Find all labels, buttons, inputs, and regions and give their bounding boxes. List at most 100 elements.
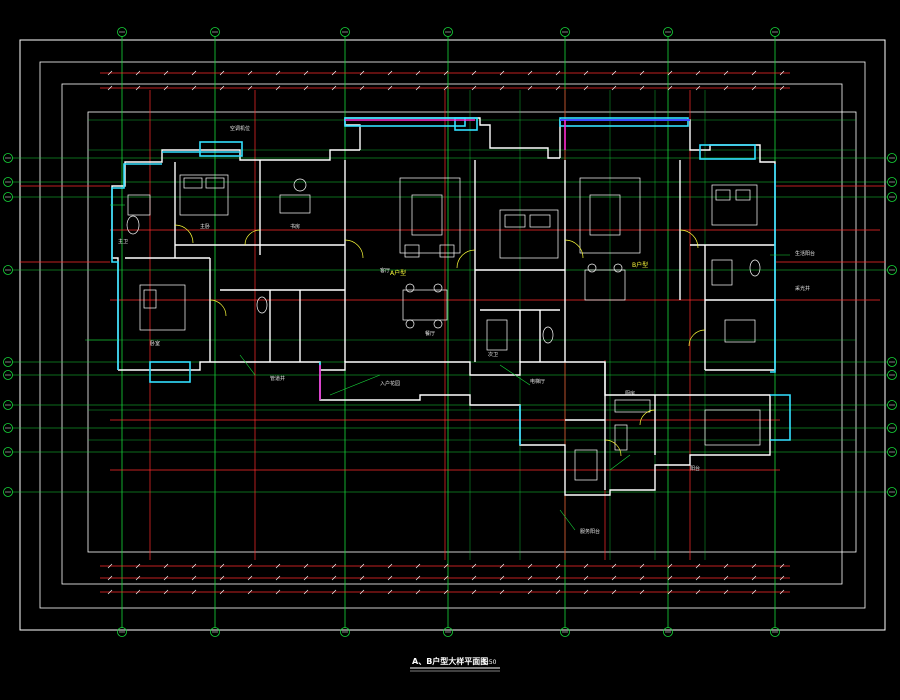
dimension-tick [695, 589, 701, 595]
dimension-tick [779, 575, 785, 581]
dimension-tick [331, 589, 337, 595]
axis-bubble [887, 400, 897, 410]
dimension-tick [247, 575, 253, 581]
dimension-tick [667, 575, 673, 581]
dimension-tick [583, 589, 589, 595]
dimension-tick [135, 70, 141, 76]
dimension-tick [583, 575, 589, 581]
dimension-tick [611, 70, 617, 76]
dimension-tick [695, 575, 701, 581]
dimension-tick [415, 589, 421, 595]
dimension-tick [583, 85, 589, 91]
annotation: 电梯厅 [530, 378, 545, 385]
dimension-tick [667, 70, 673, 76]
dimension-tick [247, 589, 253, 595]
unit-label-b: B户型 [632, 261, 648, 269]
dimension-tick [667, 589, 673, 595]
dimension-tick [163, 575, 169, 581]
furniture [126, 174, 761, 481]
dimension-tick [751, 589, 757, 595]
dimension-tick [191, 70, 197, 76]
axis-bubble [887, 177, 897, 187]
axis-bubble [443, 627, 453, 637]
dimension-tick [359, 589, 365, 595]
dimension-tick [555, 589, 561, 595]
dimension-tick [387, 563, 393, 569]
room-label: 餐厅 [425, 330, 435, 337]
dimension-tick [639, 589, 645, 595]
annotation: 采光井 [795, 285, 810, 292]
room-label: 客厅 [380, 267, 390, 274]
dimension-tick [387, 85, 393, 91]
dimension-tick [191, 563, 197, 569]
dimension-tick [471, 575, 477, 581]
room-label: 入户花园 [380, 380, 400, 387]
axis-bubble [340, 27, 350, 37]
axis-bubble [210, 627, 220, 637]
dimension-tick [499, 563, 505, 569]
dimension-tick [471, 563, 477, 569]
dimension-tick [723, 85, 729, 91]
dimension-tick [527, 575, 533, 581]
dimension-tick [443, 589, 449, 595]
dimension-tick [107, 589, 113, 595]
dimension-tick [779, 589, 785, 595]
dimension-tick [751, 70, 757, 76]
axis-bubble [210, 27, 220, 37]
axis-bubble [887, 265, 897, 275]
dimension-tick [275, 563, 281, 569]
title-text: A、B户型大样平面图 [412, 656, 488, 666]
dimension-tick [723, 563, 729, 569]
dimension-tick [695, 563, 701, 569]
dimension-tick [639, 563, 645, 569]
axis-bubble [887, 447, 897, 457]
dimension-tick [275, 575, 281, 581]
dimension-tick [219, 70, 225, 76]
dimension-tick [331, 70, 337, 76]
dimension-tick [583, 70, 589, 76]
dimension-tick [247, 70, 253, 76]
dimension-tick [639, 85, 645, 91]
axis-bubble [560, 27, 570, 37]
dimension-tick [135, 589, 141, 595]
axis-bubble [663, 627, 673, 637]
dimension-tick [163, 85, 169, 91]
dimension-tick [471, 70, 477, 76]
dimension-tick [107, 563, 113, 569]
dimension-tick [723, 589, 729, 595]
axis-bubble [3, 370, 13, 380]
dimension-tick [303, 575, 309, 581]
dimension-tick [107, 85, 113, 91]
axis-bubble [770, 627, 780, 637]
room-label: 主卧 [200, 223, 210, 230]
dimension-tick [443, 563, 449, 569]
axis-bubble [770, 27, 780, 37]
door-swings [174, 224, 706, 457]
axis-bubble [887, 357, 897, 367]
dimension-tick [583, 563, 589, 569]
dimension-tick [443, 70, 449, 76]
dimension-tick [527, 70, 533, 76]
room-label: 厨房 [625, 390, 635, 397]
axis-bubble [560, 627, 570, 637]
dimension-tick [415, 563, 421, 569]
dimension-tick [527, 85, 533, 91]
unit-label-a: A户型 [390, 269, 406, 277]
annotation: 管道井 [270, 375, 285, 382]
dimension-tick [163, 589, 169, 595]
dimension-tick [135, 563, 141, 569]
dimension-tick [527, 563, 533, 569]
room-labels: 主卧 书房 客厅 卧室 餐厅 主卫 次卫 厨房 阳台 入户花园 [118, 223, 700, 472]
dimension-tick [163, 70, 169, 76]
dimension-tick [527, 589, 533, 595]
dimension-tick [723, 70, 729, 76]
axis-bubble [887, 192, 897, 202]
axis-bubble [3, 487, 13, 497]
dimension-tick [779, 563, 785, 569]
axis-bubble [887, 370, 897, 380]
dimension-tick [387, 589, 393, 595]
dimension-tick [555, 575, 561, 581]
drawing-title: A、B户型大样平面图 1:50 [410, 656, 500, 672]
axis-bubble [3, 447, 13, 457]
